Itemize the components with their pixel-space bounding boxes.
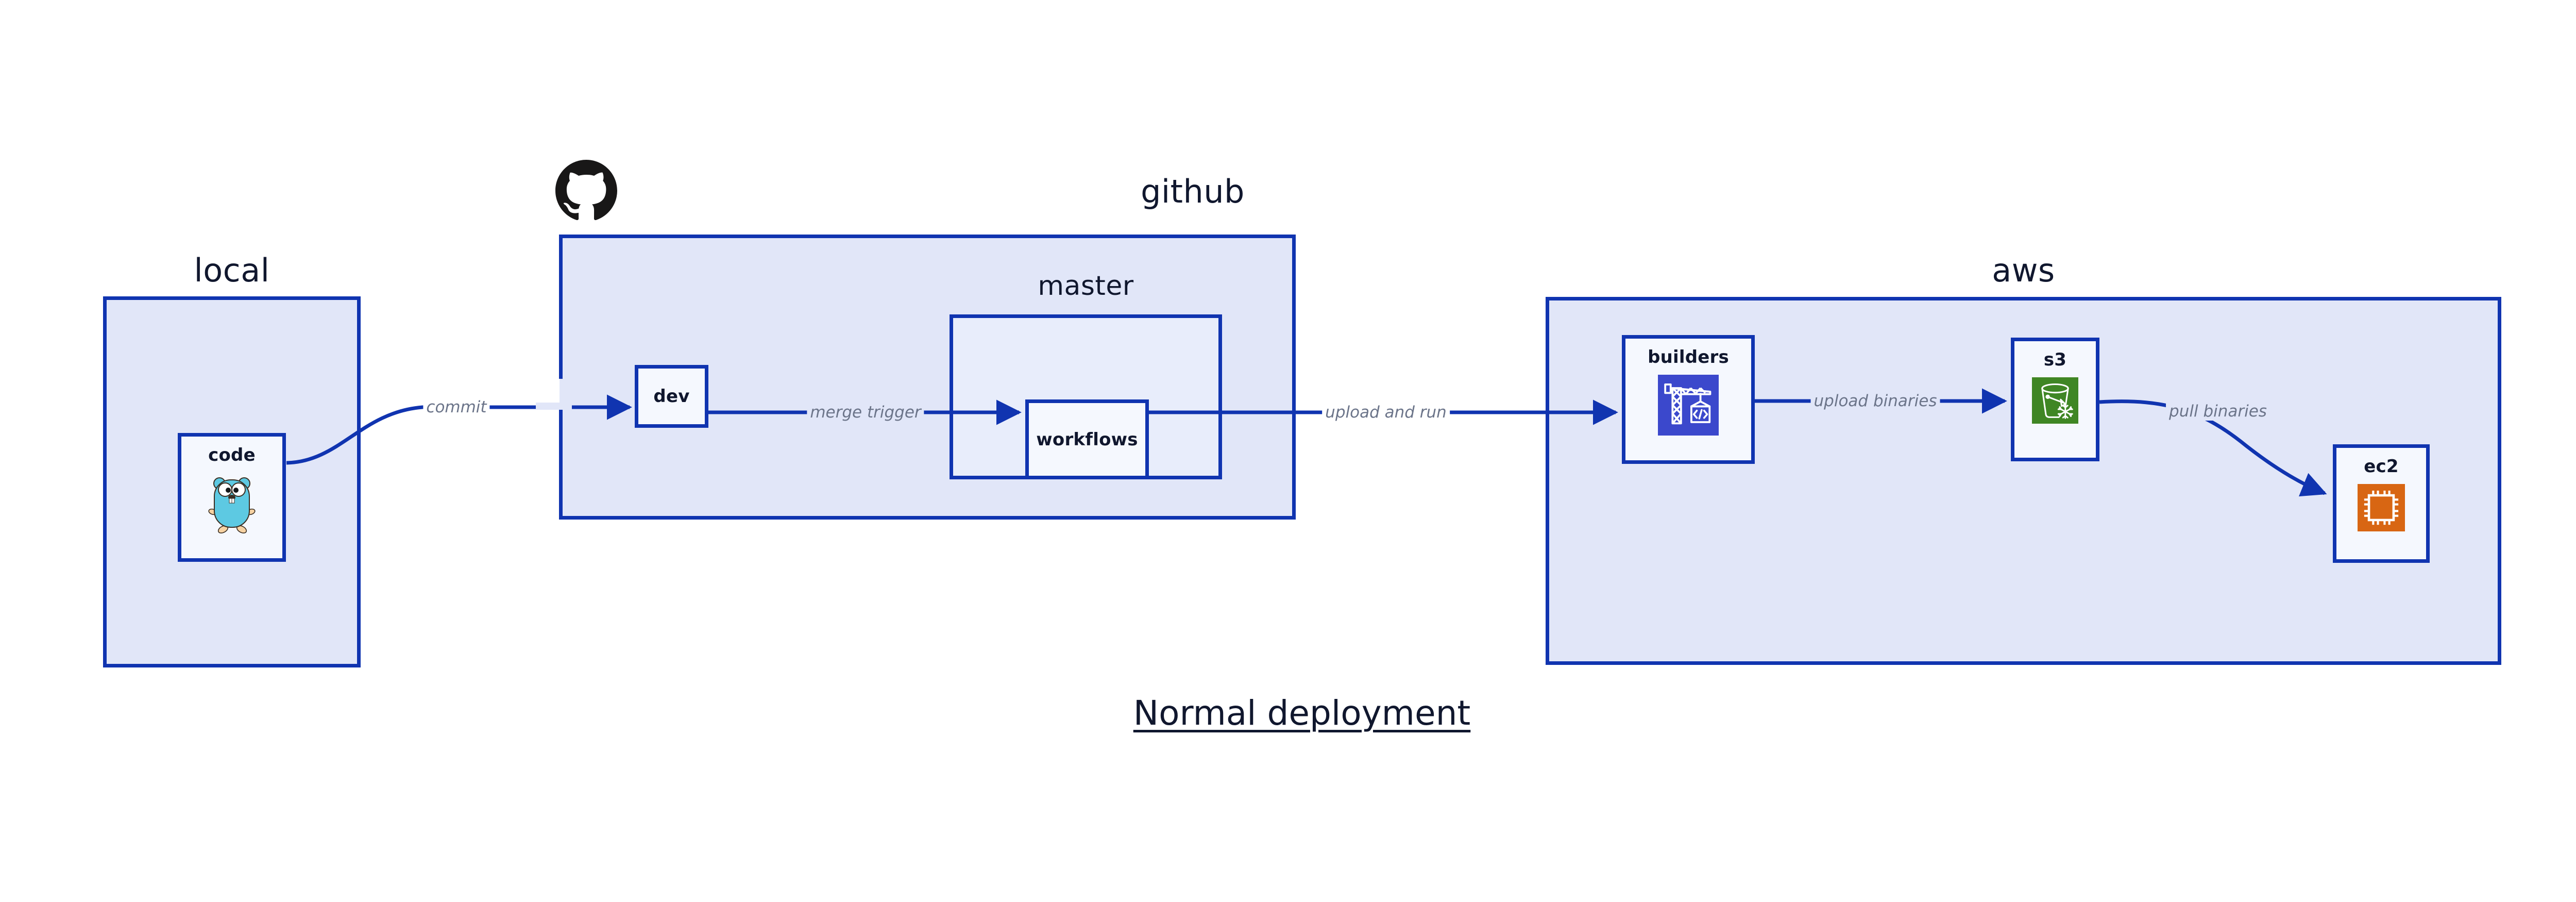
diagram-title: Normal deployment (1133, 693, 1471, 733)
aws-ec2-cpu-chip-icon (2358, 484, 2405, 531)
aws-codebuild-crane-icon (1658, 375, 1719, 436)
node-workflows[interactable]: workflows (1025, 399, 1149, 479)
edge-label-commit: commit (423, 398, 490, 416)
subgroup-label-master: master (1038, 271, 1134, 302)
aws-s3-glacier-bucket-icon (2032, 377, 2078, 424)
group-label-github: github (1141, 173, 1245, 210)
node-label-dev: dev (653, 386, 690, 407)
edge-label-merge-trigger: merge trigger (807, 403, 924, 422)
node-builders[interactable]: builders (1622, 335, 1755, 464)
node-label-ec2: ec2 (2364, 456, 2399, 477)
node-s3[interactable]: s3 (2011, 338, 2099, 461)
node-label-workflows: workflows (1036, 429, 1138, 450)
group-label-aws: aws (1992, 252, 2055, 289)
github-octocat-icon (555, 160, 617, 222)
node-label-builders: builders (1648, 347, 1729, 368)
group-label-local: local (194, 252, 270, 289)
edge-label-upload-binaries: upload binaries (1810, 392, 1940, 410)
edge-label-upload-and-run: upload and run (1322, 403, 1450, 422)
go-gopher-icon (207, 473, 257, 533)
node-dev[interactable]: dev (635, 365, 708, 428)
node-code[interactable]: code (178, 433, 286, 562)
node-ec2[interactable]: ec2 (2333, 444, 2430, 563)
node-label-code: code (208, 445, 256, 465)
edge-label-pull-binaries: pull binaries (2166, 402, 2270, 421)
node-label-s3: s3 (2043, 349, 2067, 370)
